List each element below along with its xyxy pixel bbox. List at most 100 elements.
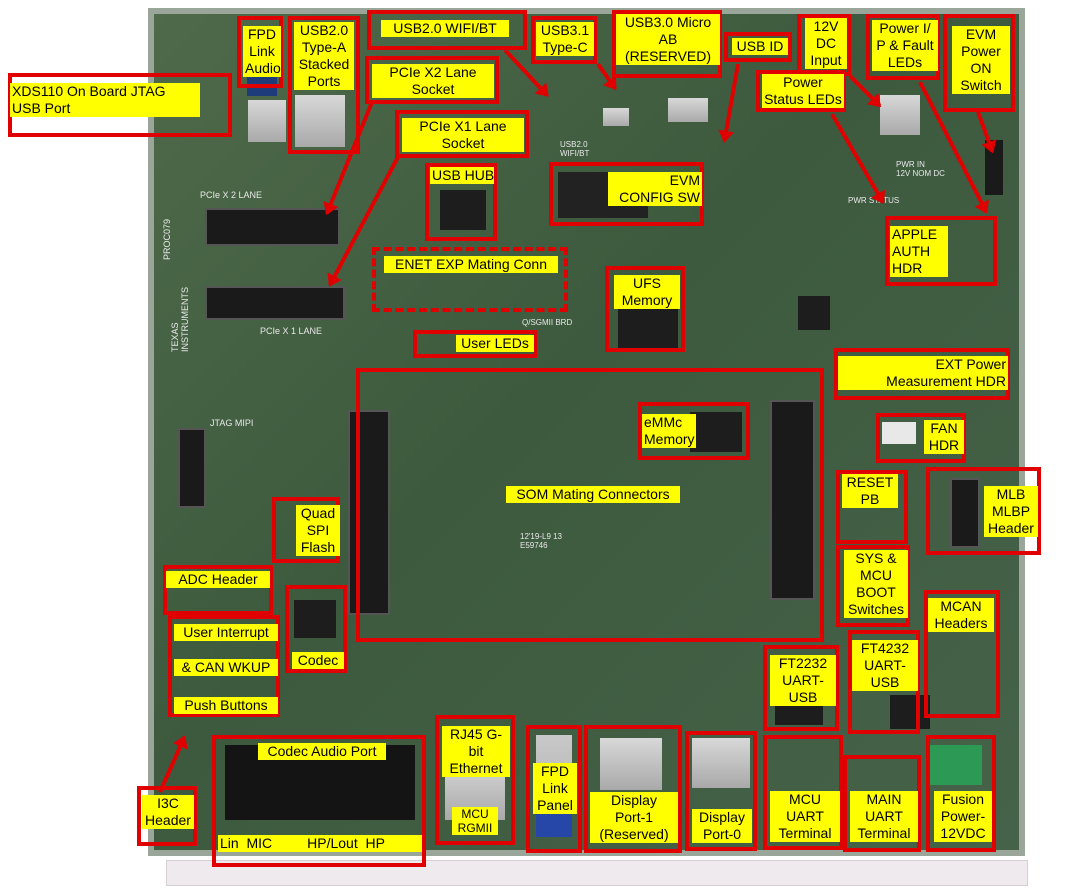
label-user-interrupt-1: User Interrupt: [174, 624, 278, 641]
label-evm-config-sw: EVM CONFIG SW: [608, 172, 702, 206]
som-connector-right: [770, 400, 815, 600]
frame-codec-audio: [212, 735, 426, 867]
label-user-interrupt-3: Push Buttons: [174, 697, 278, 714]
label-pcie-x2: PCIe X2 Lane Socket: [372, 64, 494, 98]
silk-pcie-x2: PCIe X 2 LANE: [200, 190, 263, 200]
frame-som: [356, 368, 824, 642]
frame-ext-power: [834, 348, 1010, 400]
frame-user-interrupt: [168, 615, 280, 717]
label-evm-power-switch: EVM Power ON Switch: [952, 26, 1010, 94]
label-mcu-uart: MCU UART Terminal: [770, 791, 840, 842]
label-fpd-audio: FPD Link Audio: [243, 26, 281, 77]
label-emmc: eMMc Memory: [642, 414, 696, 448]
frame-usb20-wifi: [367, 10, 527, 50]
frame-reset-pb: [836, 470, 908, 544]
label-usb20-wifi: USB2.0 WIFI/BT: [381, 20, 509, 37]
pcie-x1-slot: [205, 286, 345, 320]
silk-chip-code: 12'19-L9 13 E59746: [520, 532, 563, 550]
label-rj45: RJ45 G- bit Ethernet: [442, 726, 510, 777]
dc-jack: [880, 95, 920, 135]
silk-pcie-x1: PCIe X 1 LANE: [260, 326, 323, 336]
frame-evm-power-switch: [943, 14, 1015, 112]
usb-typea-stacked-port: [295, 95, 345, 147]
label-pcie-x1: PCIe X1 Lane Socket: [402, 118, 524, 152]
label-som-connectors: SOM Mating Connectors: [506, 486, 680, 503]
som-connector-left: [348, 410, 390, 615]
label-mcu-rgmii: MCU RGMII: [452, 807, 498, 835]
frame-mlb: [926, 467, 1041, 555]
frame-mcu-uart: [763, 735, 843, 850]
usb30-micro-port: [668, 98, 708, 122]
usb-hub-chip: [440, 190, 486, 230]
mlb-connector: [950, 478, 980, 548]
label-usb-hub: USB HUB: [430, 167, 495, 184]
fusion-power-connector: [930, 745, 982, 785]
label-power-status-leds: Power Status LEDs: [762, 74, 844, 108]
label-fusion-power: Fusion Power- 12VDC: [934, 791, 992, 842]
frame-mcan: [924, 590, 1000, 718]
label-ufs-memory: UFS Memory: [614, 275, 680, 309]
frame-fpd-audio: [237, 16, 283, 88]
label-dp1: Display Port-1 (Reserved): [590, 792, 678, 843]
fan-header-body: [882, 422, 916, 444]
frame-rj45: [435, 715, 515, 845]
frame-sys-mcu-boot: [836, 545, 910, 627]
label-fan-hdr: FAN HDR: [924, 420, 964, 454]
label-user-interrupt-2: & CAN WKUP: [174, 659, 278, 676]
frame-dp1: [584, 725, 682, 853]
frame-usb30-micro: [612, 10, 722, 78]
frame-power-status-leds: [756, 70, 846, 112]
label-sys-mcu-boot: SYS & MCU BOOT Switches: [844, 550, 908, 618]
label-reset-pb: RESET PB: [842, 474, 898, 508]
frame-usb20-typea: [288, 16, 360, 154]
silk-proc: PROC079: [162, 218, 172, 260]
frame-fpd-panel: [526, 725, 582, 853]
label-usb20-typea: USB2.0 Type-A Stacked Ports: [294, 22, 354, 90]
frame-user-leds: [413, 330, 537, 358]
frame-fusion-power: [926, 735, 996, 852]
label-mlb: MLB MLBP Header: [984, 486, 1038, 537]
label-main-uart: MAIN UART Terminal: [850, 791, 918, 842]
frame-apple-auth: [885, 216, 997, 286]
frame-power-fault-leds: [866, 14, 940, 80]
emmc-chip: [690, 412, 742, 452]
frame-emmc: [638, 402, 750, 460]
label-usb-id: USB ID: [732, 38, 788, 55]
frame-codec: [285, 585, 347, 673]
frame-enet-exp: [372, 247, 568, 312]
label-codec-audio: Codec Audio Port: [258, 743, 386, 760]
silk-jtag-mipi: JTAG MIPI: [210, 418, 254, 428]
pcie-x2-slot: [205, 208, 340, 246]
display-port-1: [600, 738, 662, 790]
silk-brand: TEXAS INSTRUMENTS: [170, 287, 190, 352]
frame-adc-header: [163, 565, 273, 615]
label-quad-spi: Quad SPI Flash: [296, 505, 340, 556]
silk-pwr-in: PWR IN 12V NOM DC: [896, 160, 945, 178]
label-i3c: I3C Header: [142, 795, 194, 829]
label-apple-auth: APPLE AUTH HDR: [890, 226, 948, 277]
frame-pcie-x1: [395, 110, 529, 158]
frame-dp0: [685, 731, 757, 851]
frame-main-uart: [843, 755, 921, 852]
frame-ufs-memory: [605, 266, 685, 352]
frame-pcie-x2: [365, 56, 499, 104]
label-power-fault-leds: Power I/ P & Fault LEDs: [872, 20, 938, 71]
label-ft2232: FT2232 UART- USB: [770, 655, 836, 706]
codec-chip: [294, 600, 336, 638]
frame-ft4232: [848, 630, 920, 734]
label-usb31-typec: USB3.1 Type-C: [536, 22, 594, 56]
usb31-typec-port: [603, 108, 629, 126]
label-usb30-micro: USB3.0 Micro AB (RESERVED): [616, 14, 720, 65]
frame-ft2232: [763, 645, 839, 731]
label-enet-exp: ENET EXP Mating Conn: [384, 256, 558, 273]
label-xds110: XDS110 On Board JTAG USB Port: [10, 83, 200, 117]
label-fpd-panel: FPD Link Panel: [533, 763, 577, 814]
xds110-usb-port: [248, 100, 286, 142]
label-dc-input: 12V DC Input: [805, 18, 847, 69]
silk-usb20: USB2.0 WIFI/BT: [560, 140, 590, 158]
display-port-0: [692, 738, 750, 788]
frame-i3c: [137, 786, 197, 846]
label-user-leds: User LEDs: [456, 335, 534, 352]
silk-qsgmii: Q/SGMII BRD: [522, 318, 573, 327]
frame-evm-config-sw: [549, 162, 704, 226]
